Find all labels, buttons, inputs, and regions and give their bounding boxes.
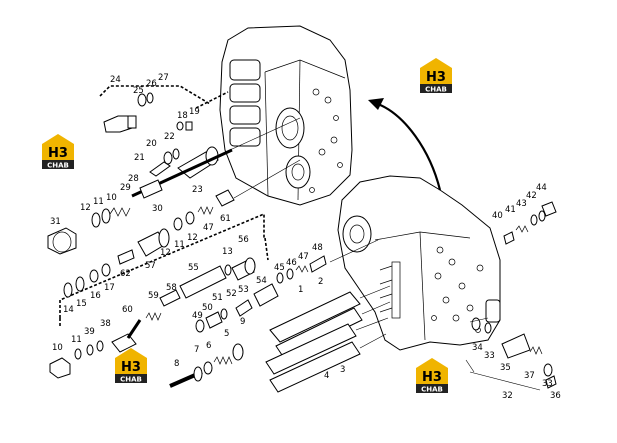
callout-11a: 11 [93, 197, 104, 207]
callout-12c: 12 [187, 233, 198, 243]
brand-logo-left: H3 CHAB [42, 134, 74, 170]
callout-28: 28 [128, 174, 139, 184]
callout-54: 54 [256, 276, 267, 286]
callout-11b: 11 [174, 240, 185, 250]
callout-32: 32 [502, 391, 513, 401]
callout-12b: 12 [160, 248, 171, 258]
upper-valve-body [219, 25, 353, 206]
callout-8: 8 [174, 359, 179, 369]
logo-mark: H3 [121, 360, 141, 375]
brand-logo-top-right: H3 CHAB [420, 58, 452, 94]
logo-caption: CHAB [425, 86, 447, 94]
callout-3: 3 [340, 365, 345, 375]
logo-mark: H3 [426, 70, 446, 85]
parts-upper-left [47, 85, 233, 255]
callout-49: 49 [192, 311, 203, 321]
callout-58: 58 [166, 283, 177, 293]
logo-mark: H3 [422, 370, 442, 385]
callout-26: 26 [146, 79, 157, 89]
callout-52: 52 [226, 289, 237, 299]
assembly-direction-arrow [368, 98, 442, 191]
callout-21: 21 [134, 153, 145, 163]
callout-33b: 33 [542, 379, 553, 389]
callout-7: 7 [194, 345, 199, 355]
logo-caption: CHAB [421, 386, 443, 394]
callout-43: 43 [516, 199, 527, 209]
callout-10b: 10 [52, 343, 63, 353]
callout-19: 19 [189, 107, 200, 117]
callout-9: 9 [240, 317, 245, 327]
callout-17: 17 [104, 283, 115, 293]
callout-62: 62 [120, 269, 131, 279]
callout-47b: 47 [298, 252, 309, 262]
logo-caption: CHAB [120, 376, 142, 384]
callout-27: 27 [158, 73, 169, 83]
callout-1: 1 [298, 285, 303, 295]
callout-23: 23 [192, 185, 203, 195]
callout-42: 42 [526, 191, 537, 201]
callout-24: 24 [110, 75, 121, 85]
callout-34: 34 [472, 343, 483, 353]
parts-middle [49, 189, 327, 388]
callout-61: 61 [220, 214, 231, 224]
brand-logo-bottom-right: H3 CHAB [416, 358, 448, 394]
callout-36: 36 [550, 391, 561, 401]
callout-25: 25 [133, 86, 144, 96]
callout-57: 57 [145, 261, 156, 271]
callout-39: 39 [84, 327, 95, 337]
callout-15: 15 [76, 299, 87, 309]
callout-45: 45 [274, 263, 285, 273]
callout-14: 14 [63, 305, 74, 315]
callout-22: 22 [164, 132, 175, 142]
callout-13: 13 [222, 247, 233, 257]
callout-2: 2 [318, 277, 323, 287]
callout-41: 41 [505, 205, 516, 215]
main-spools [265, 285, 391, 393]
callout-18: 18 [177, 111, 188, 121]
callout-4: 4 [324, 371, 329, 381]
callout-31: 31 [50, 217, 61, 227]
callout-53: 53 [238, 285, 249, 295]
callout-60: 60 [122, 305, 133, 315]
logo-caption: CHAB [47, 162, 69, 170]
callout-51: 51 [212, 293, 223, 303]
callout-16: 16 [90, 291, 101, 301]
callout-10: 10 [106, 193, 117, 203]
callout-35: 35 [500, 363, 511, 373]
callout-59: 59 [148, 291, 159, 301]
callout-40: 40 [492, 211, 503, 221]
parts-right [465, 201, 557, 391]
callout-55: 55 [188, 263, 199, 273]
logo-mark: H3 [48, 146, 68, 161]
leader-lines [195, 91, 489, 323]
callout-50: 50 [202, 303, 213, 313]
lower-valve-body [337, 175, 501, 351]
callout-5: 5 [224, 329, 229, 339]
callout-20: 20 [146, 139, 157, 149]
brand-logo-bottom-left: H3 CHAB [115, 348, 147, 384]
callout-46: 46 [286, 258, 297, 268]
callout-30: 30 [152, 204, 163, 214]
callout-29: 29 [120, 183, 131, 193]
callout-6: 6 [206, 341, 211, 351]
callout-33a: 33 [484, 351, 495, 361]
callout-labels: 24 25 26 27 18 19 20 22 21 28 29 23 30 1… [50, 73, 561, 401]
callout-37: 37 [524, 371, 535, 381]
callout-48: 48 [312, 243, 323, 253]
callout-38: 38 [100, 319, 111, 329]
callout-56: 56 [238, 235, 249, 245]
callout-44: 44 [536, 183, 547, 193]
callout-47a: 47 [203, 223, 214, 233]
callout-11c: 11 [71, 335, 82, 345]
callout-12a: 12 [80, 203, 91, 213]
